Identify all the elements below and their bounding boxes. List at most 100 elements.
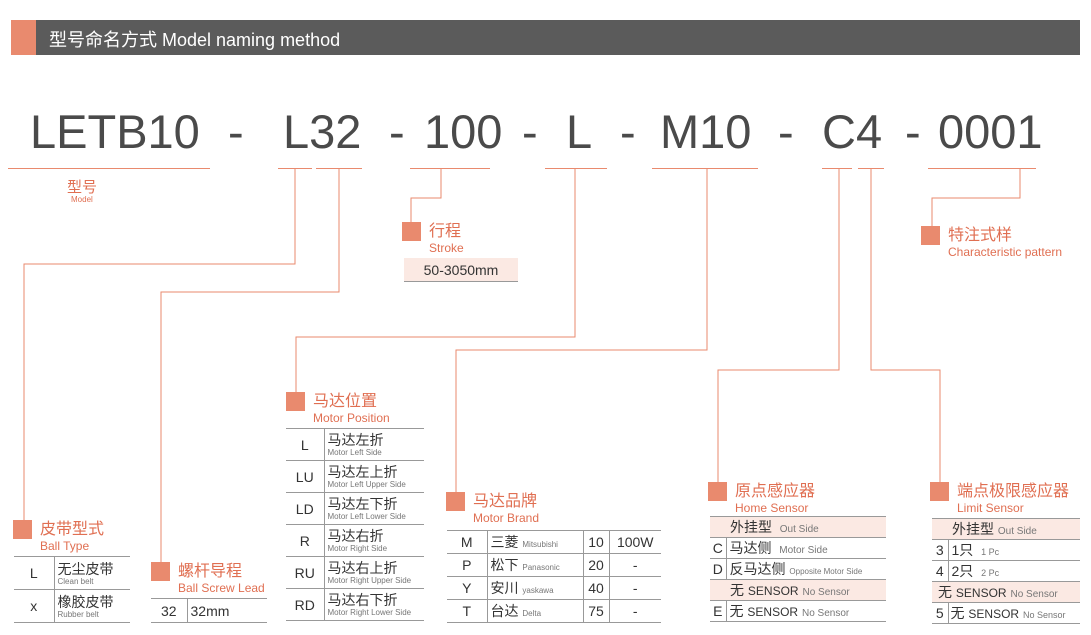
table-row: D 反马达侧 Opposite Motor Side	[710, 558, 886, 580]
segment-dash-4: -	[620, 105, 636, 158]
motor-brand-marker	[446, 492, 465, 511]
segment-lead: L32	[283, 105, 362, 158]
home-sensor-desc: 无 SENSOR No Sensor	[710, 579, 886, 601]
home-sensor-desc-en: SENSOR	[747, 584, 799, 598]
limit-sensor-label-cn: 端点极限感应器	[957, 483, 1070, 500]
brand-name-cn: 松下	[490, 557, 519, 573]
brand-name: 安川 yaskawa	[487, 576, 584, 600]
home-sensor-desc-en2: No Sensor	[801, 608, 850, 619]
stroke-label-en: Stroke	[429, 241, 464, 255]
table-header-row: 外挂型 Out Side	[710, 516, 886, 538]
brand-name: 松下 Panasonic	[487, 553, 584, 577]
position-desc-cn: 马达左下折	[327, 496, 398, 512]
segment-brand: M10	[660, 105, 752, 158]
home-sensor-desc-cn: 无	[729, 603, 744, 619]
motor-position-label-cn: 马达位置	[313, 393, 378, 410]
limit-sensor-desc-cn: 1只	[951, 542, 974, 558]
position-code: RU	[286, 556, 325, 589]
characteristic-marker	[921, 226, 940, 245]
section-header: 型号命名方式 Model naming method	[11, 20, 1080, 55]
limit-sensor-header-en: Out Side	[997, 526, 1037, 537]
segment-dash-2: -	[389, 105, 405, 158]
table-row: M 三菱 Mitsubishi 10 100W	[447, 530, 661, 554]
home-sensor-label: 原点感应器 Home Sensor	[708, 482, 815, 515]
limit-sensor-desc: 1只 1 Pc	[948, 539, 1080, 561]
motor-brand-table: M 三菱 Mitsubishi 10 100W P 松下 Panasonic 2…	[447, 530, 661, 623]
home-sensor-desc: 反马达侧 Opposite Motor Side	[726, 558, 886, 580]
table-row: C 马达侧 Motor Side	[710, 537, 886, 559]
motor-brand-label-en: Motor Brand	[473, 511, 540, 525]
home-sensor-header: 外挂型 Out Side	[710, 516, 886, 538]
table-row: T 台达 Delta 75 -	[447, 599, 661, 623]
position-desc-cn: 马达右下折	[327, 592, 398, 608]
table-row: 无 SENSOR No Sensor	[710, 579, 886, 601]
motor-position-label-en: Motor Position	[313, 411, 390, 425]
screw-lead-label: 螺杆导程 Ball Screw Lead	[151, 562, 265, 595]
brand-name-en: Panasonic	[522, 563, 560, 572]
underline-stroke	[410, 168, 490, 169]
brand-name: 台达 Delta	[487, 599, 584, 623]
limit-sensor-code: 3	[932, 539, 949, 561]
segment-special: 0001	[938, 105, 1043, 158]
belt-desc-cn: 无尘皮带	[57, 560, 114, 577]
characteristic-label-cn: 特注式样	[948, 227, 1013, 244]
brand-code: M	[447, 530, 488, 554]
home-sensor-table: 外挂型 Out Side C 马达侧 Motor Side D 反马达侧 Opp…	[710, 516, 886, 622]
position-code: LD	[286, 492, 325, 525]
position-desc-en: Motor Right Upper Side	[327, 576, 412, 585]
home-sensor-label-en: Home Sensor	[735, 501, 809, 515]
screw-lead-table: 32 32mm	[151, 598, 267, 623]
belt-desc-en: Rubber belt	[57, 609, 99, 619]
motor-position-marker	[286, 392, 305, 411]
brand-power: 100W	[609, 530, 661, 554]
stroke-marker	[402, 222, 421, 241]
brand-power-code: 40	[583, 576, 610, 600]
limit-sensor-desc-cn: 无	[950, 605, 965, 621]
limit-sensor-header: 外挂型 Out Side	[932, 518, 1080, 540]
table-row: 4 2只 2 Pc	[932, 560, 1080, 582]
home-sensor-header-en: Out Side	[779, 524, 819, 535]
position-code: R	[286, 524, 325, 557]
screw-lead-value: 32mm	[187, 598, 267, 623]
belt-code: x	[14, 589, 55, 623]
position-desc-en: Motor Left Side	[327, 448, 382, 457]
brand-name-en: Mitsubishi	[522, 540, 558, 549]
brand-code: T	[447, 599, 488, 623]
segment-model: LETB10	[30, 105, 200, 158]
segment-dash-5: -	[778, 105, 794, 158]
position-desc-en: Motor Right Side	[327, 544, 388, 553]
home-sensor-desc-cn: 无	[730, 582, 744, 598]
home-sensor-desc-cn: 反马达侧	[729, 561, 786, 577]
brand-code: P	[447, 553, 488, 577]
limit-sensor-desc: 无 SENSOR No Sensor	[932, 581, 1080, 603]
segment-position: L	[566, 105, 593, 158]
segment-dash-3: -	[522, 105, 538, 158]
table-row: 5 无 SENSOR No Sensor	[932, 602, 1080, 624]
belt-desc-en: Clean belt	[57, 576, 94, 586]
screw-lead-code: 32	[151, 598, 188, 623]
position-desc-cn: 马达右折	[327, 528, 384, 544]
limit-sensor-desc-en2: No Sensor	[1022, 610, 1066, 620]
position-desc-en: Motor Left Upper Side	[327, 480, 406, 489]
brand-power-code: 75	[583, 599, 610, 623]
header-title: 型号命名方式 Model naming method	[49, 30, 341, 50]
underline-special	[928, 168, 1036, 169]
screw-lead-label-cn: 螺杆导程	[178, 563, 243, 580]
brand-name-cn: 三菱	[490, 534, 519, 550]
characteristic-label: 特注式样 Characteristic pattern	[921, 226, 1062, 259]
home-sensor-desc: 马达侧 Motor Side	[726, 537, 886, 559]
home-sensor-desc-en2: No Sensor	[802, 587, 850, 598]
limit-sensor-desc-cn: 2只	[951, 563, 974, 579]
position-code: L	[286, 428, 325, 461]
table-header-row: 外挂型 Out Side	[932, 518, 1080, 540]
motor-brand-label-cn: 马达品牌	[473, 493, 538, 510]
limit-sensor-desc-en: 1 Pc	[981, 547, 1000, 557]
home-sensor-code: D	[710, 558, 727, 580]
brand-power: -	[609, 599, 661, 623]
limit-sensor-code: 4	[932, 560, 949, 582]
